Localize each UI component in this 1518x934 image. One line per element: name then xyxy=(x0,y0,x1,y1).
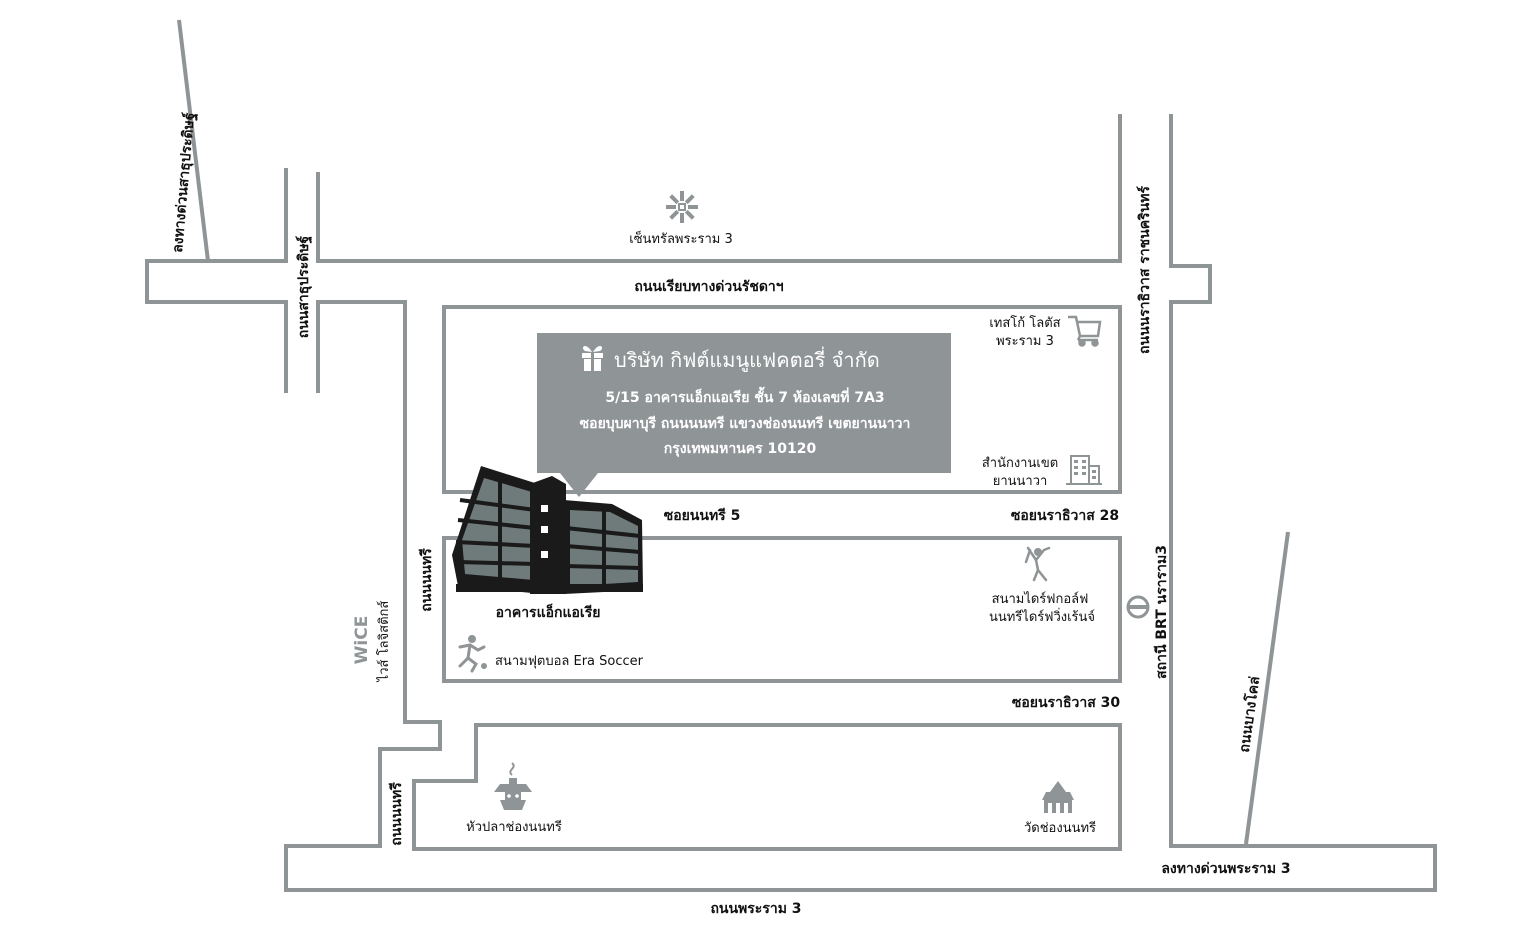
company-name: บริษัท กิฟต์แมนูแฟคตอรี่ จำกัด xyxy=(614,346,880,373)
district-office-label-line-2: ยานนาวา xyxy=(993,474,1048,489)
central-rama3-label: เซ็นทรัลพระราม 3 xyxy=(629,229,732,247)
tesco-lotus-label-line-2: พระราม 3 xyxy=(996,334,1054,349)
bang-khlo-road-line xyxy=(1244,531,1290,845)
block-office xyxy=(442,305,1122,494)
road-label-sathupradit: ถนนสาธุประดิษฐ์ xyxy=(295,235,313,338)
temple-icon xyxy=(1042,781,1074,813)
building-label: อาคารแอ็กแอเรีย xyxy=(496,603,601,621)
shopping-cart-icon xyxy=(1068,315,1102,347)
block-temple xyxy=(412,723,1122,851)
road-label-ratchada-parallel: ถนนเรียบทางด่วนรัชดาฯ xyxy=(634,279,783,295)
ratchada-parallel-road xyxy=(316,114,1122,263)
company-address-line-1: 5/15 อาคารแอ็กแอเรีย ชั้น 7 ห้องเลขที่ 7… xyxy=(605,386,884,406)
wice-logo-text: WiCE xyxy=(352,616,372,665)
brt-station-icon xyxy=(1126,595,1150,619)
company-address-line-2: ซอยบุบผาบุรี ถนนนนทรี แขวงช่องนนทรี เขตย… xyxy=(580,416,911,432)
district-office-label-line-1: สำนักงานเขต xyxy=(982,456,1058,471)
golf-range-label-line-2: นนทรีไดร์ฟวิ่งเร้นจ์ xyxy=(989,608,1095,625)
central-logo-icon xyxy=(666,191,698,223)
golf-range-label-line-1: สนามไดร์ฟกอล์ฟ xyxy=(992,591,1089,607)
road-label-soi-nonsi-5: ซอยนนทรี 5 xyxy=(664,508,741,524)
shrine-icon xyxy=(494,762,532,810)
soccer-player-icon xyxy=(458,635,487,673)
company-address-line-3: กรุงเทพมหานคร 10120 xyxy=(664,441,817,457)
road-label-nonsi-lower: ถนนนนทรี xyxy=(389,782,405,846)
road-network xyxy=(145,19,1437,892)
sathupradit-road-west xyxy=(145,168,288,393)
wice-logo: WiCE xyxy=(352,616,372,665)
wice-label: ไวส์ โลจิสติกส์ xyxy=(376,601,392,683)
huapla-shrine-label: หัวปลาช่องนนทรี xyxy=(466,819,562,835)
road-label-narathiwat: ถนนนราธิวาส ราชนครินทร์ xyxy=(1136,186,1153,354)
road-label-nonsi-upper: ถนนนนทรี xyxy=(419,548,435,612)
road-label-rama3: ถนนพระราม 3 xyxy=(710,901,801,917)
golfer-icon xyxy=(1024,546,1051,582)
wat-chong-nonsi-label: วัดช่องนนทรี xyxy=(1024,820,1096,836)
road-label-expressway-exit-rama3: ลงทางด่วนพระราม 3 xyxy=(1161,861,1290,877)
road-segment-nonsi-top xyxy=(284,114,1437,892)
brt-station-label: สถานี BRT นราราม3 xyxy=(1154,545,1170,679)
gift-icon xyxy=(582,346,603,371)
era-building-illustration xyxy=(452,466,643,594)
expressway-exit-sathupradit-line xyxy=(177,19,210,262)
company-callout: บริษัท กิฟต์แมนูแฟคตอรี่ จำกัด 5/15 อาคา… xyxy=(537,333,951,497)
road-label-expressway-exit-sathupradit: ลงทางด่วนสาธุประดิษฐ์ xyxy=(169,111,199,253)
callout-bubble xyxy=(537,333,951,497)
soccer-field-label: สนามฟุตบอล Era Soccer xyxy=(495,654,644,669)
road-label-soi-narathiwat-28: ซอยนราธิวาส 28 xyxy=(1011,508,1119,524)
office-building-icon xyxy=(1066,455,1102,485)
block-golf xyxy=(442,536,1122,683)
road-label-soi-narathiwat-30: ซอยนราธิวาส 30 xyxy=(1012,695,1120,711)
tesco-lotus-label-line-1: เทสโก้ โลตัส xyxy=(989,315,1060,331)
